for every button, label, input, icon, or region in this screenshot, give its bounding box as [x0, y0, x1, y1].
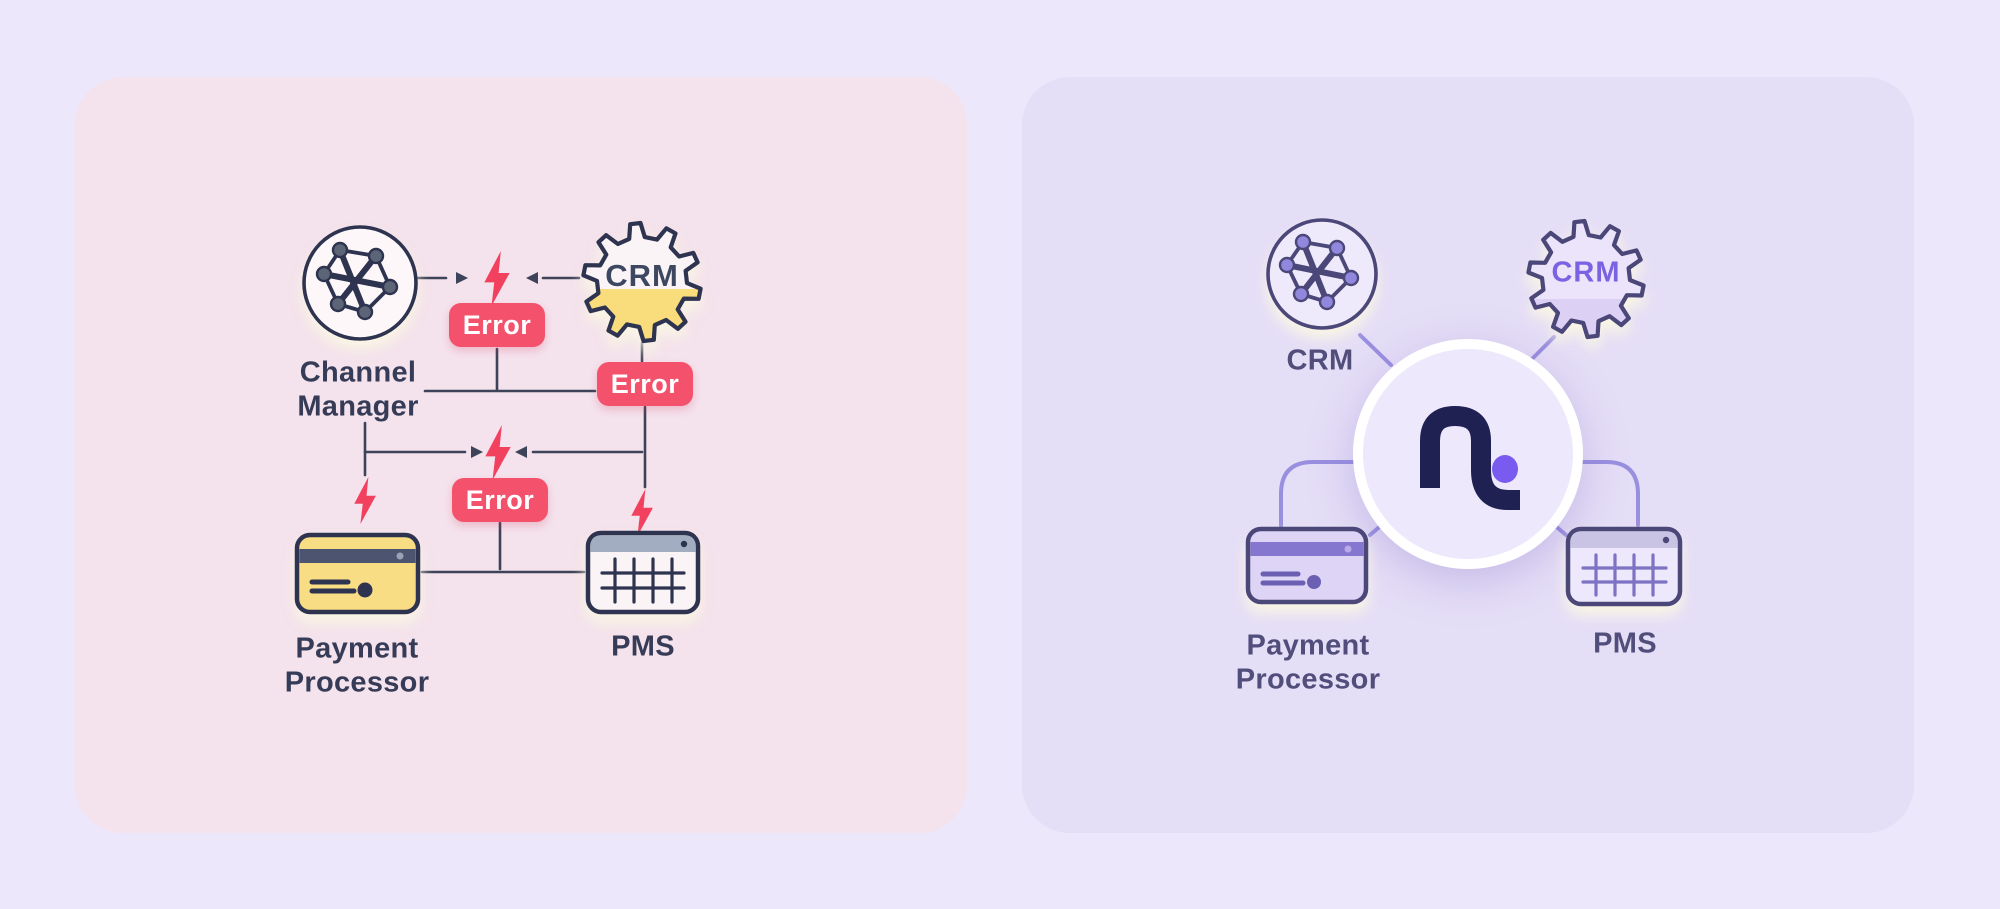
- error-badge-label: Error: [465, 484, 535, 515]
- gear-icon: [1526, 218, 1646, 340]
- credit-card-icon: [1245, 526, 1369, 605]
- error-badge: Error: [452, 478, 548, 522]
- error-badge: Error: [597, 362, 693, 406]
- payment-processor-label-line2: Processor: [1235, 663, 1381, 696]
- lightning-bolt-icon: [354, 477, 376, 524]
- left-connector-lines: [363, 272, 647, 574]
- right-panel-card: CRM CRM Payment Processor PMS: [1022, 77, 1914, 833]
- payment-processor-label-line2: Processor: [284, 666, 430, 699]
- network-icon: [302, 225, 418, 341]
- channel-manager-label-line1: Channel: [299, 356, 417, 389]
- credit-card-icon: [294, 532, 421, 615]
- network-icon: [1266, 218, 1378, 330]
- calendar-icon: [1565, 526, 1683, 607]
- left-panel-diagram: [294, 220, 703, 615]
- calendar-icon: [585, 530, 701, 615]
- payment-processor-label-line1: Payment: [1246, 629, 1370, 662]
- pms-label: PMS: [611, 630, 675, 663]
- channel-manager-label-line2: Manager: [297, 390, 419, 423]
- crm-gear-label: CRM: [1551, 256, 1621, 289]
- crm-gear-label: CRM: [605, 258, 679, 293]
- payment-processor-label-line1: Payment: [295, 632, 419, 665]
- n-logo: [1420, 405, 1520, 510]
- error-badge: Error: [449, 303, 545, 347]
- hub-circle: [1353, 339, 1583, 569]
- gear-icon: [581, 220, 703, 344]
- pms-label: PMS: [1593, 627, 1657, 660]
- right-panel-diagram: [1245, 218, 1683, 607]
- lightning-bolt-icon: [631, 489, 653, 536]
- crm-network-label: CRM: [1286, 344, 1354, 377]
- lightning-bolt-icon: [485, 425, 511, 480]
- error-badge-label: Error: [462, 309, 532, 340]
- lightning-bolt-icon: [484, 251, 510, 306]
- left-panel-card: CRM Error Error Error Channel Manager Pa…: [75, 77, 967, 833]
- error-badge-label: Error: [610, 368, 680, 399]
